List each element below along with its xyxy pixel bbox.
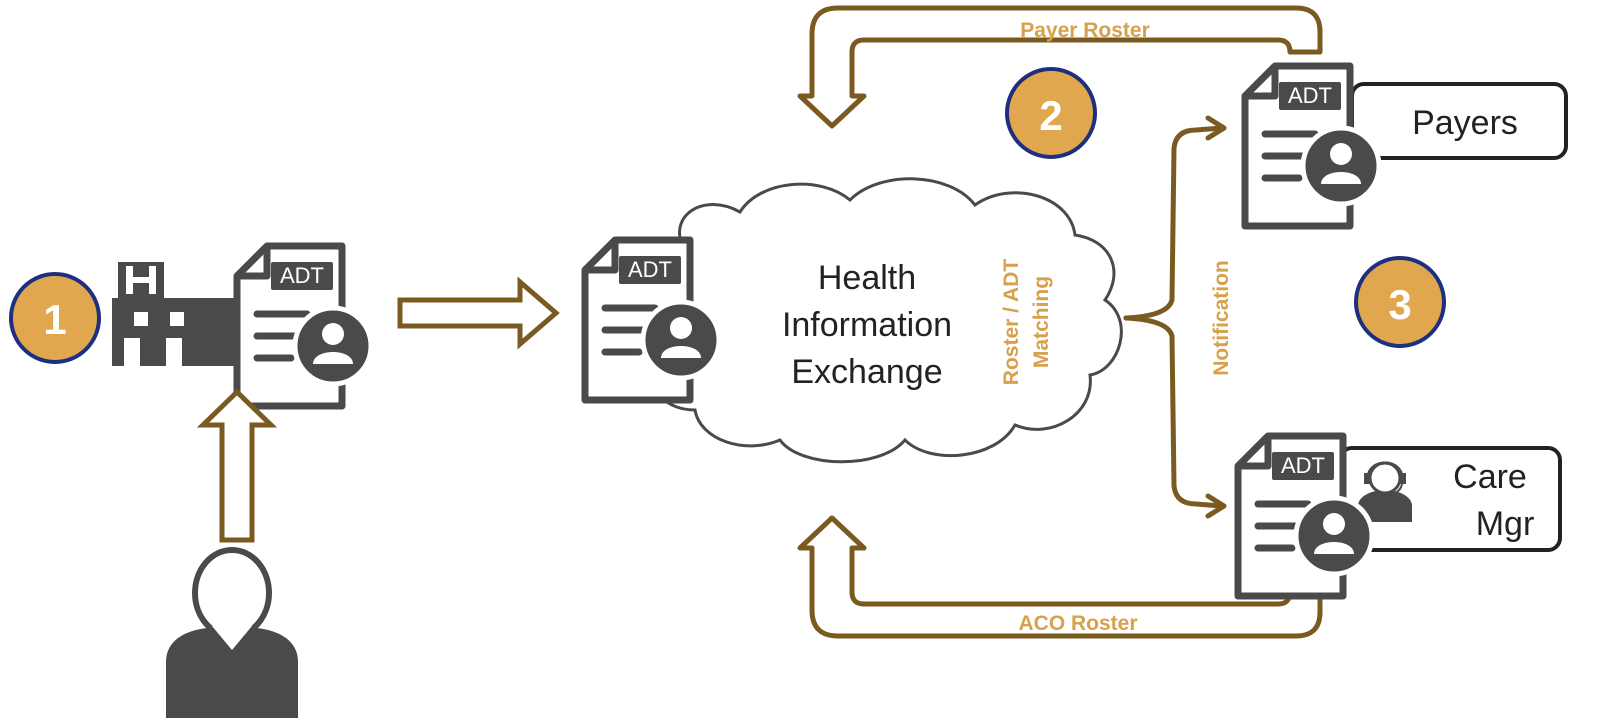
payer-roster-arrow [797,5,1323,129]
care-mgr-label-line-2: Mgr [1476,505,1535,543]
aco-roster-arrow [797,515,1323,639]
hie-title-line-3: Exchange [791,353,942,391]
person-icon [166,547,298,718]
hie-title-line-2: Information [782,306,952,344]
aco-roster-label: ACO Roster [1018,612,1137,635]
patient-to-hospital-arrow [196,388,278,543]
step-1-number: 1 [43,296,66,343]
roster-adt-matching-label: Roster / ADT Matching [1000,259,1053,386]
care-mgr-adt-document-icon: ADT [1238,436,1372,596]
hospital-adt-label: ADT [280,263,324,288]
hospital-to-hie-arrow [397,276,560,350]
step-2-badge: 2 [1005,67,1097,159]
matching-line-1: Roster / ADT [1000,259,1023,386]
notification-label-wrap: Notification [1210,260,1233,376]
hie-adt-label: ADT [628,257,672,282]
notification-label: Notification [1210,260,1233,376]
notification-bracket [1123,115,1227,519]
payers-label: Payers [1412,104,1518,142]
payers-adt-label: ADT [1288,83,1332,108]
payer-roster-label: Payer Roster [1020,19,1150,42]
payers-adt-document-icon: ADT [1245,66,1379,226]
care-mgr-label-line-1: Care [1453,458,1527,496]
step-2-number: 2 [1039,92,1062,139]
hie-adt-document-icon: ADT [585,240,719,400]
headset-agent-icon [1358,461,1412,522]
step-1-badge: 1 [9,272,101,364]
step-3-number: 3 [1388,281,1411,328]
hospital-adt-document-icon: ADT [237,246,371,406]
step-3-badge: 3 [1354,256,1446,348]
payers-label-box: Payers [1350,82,1568,160]
hie-title-line-1: Health [818,259,916,297]
care-mgr-adt-label: ADT [1281,453,1325,478]
hospital-icon [112,262,237,366]
matching-line-2: Matching [1030,276,1053,368]
